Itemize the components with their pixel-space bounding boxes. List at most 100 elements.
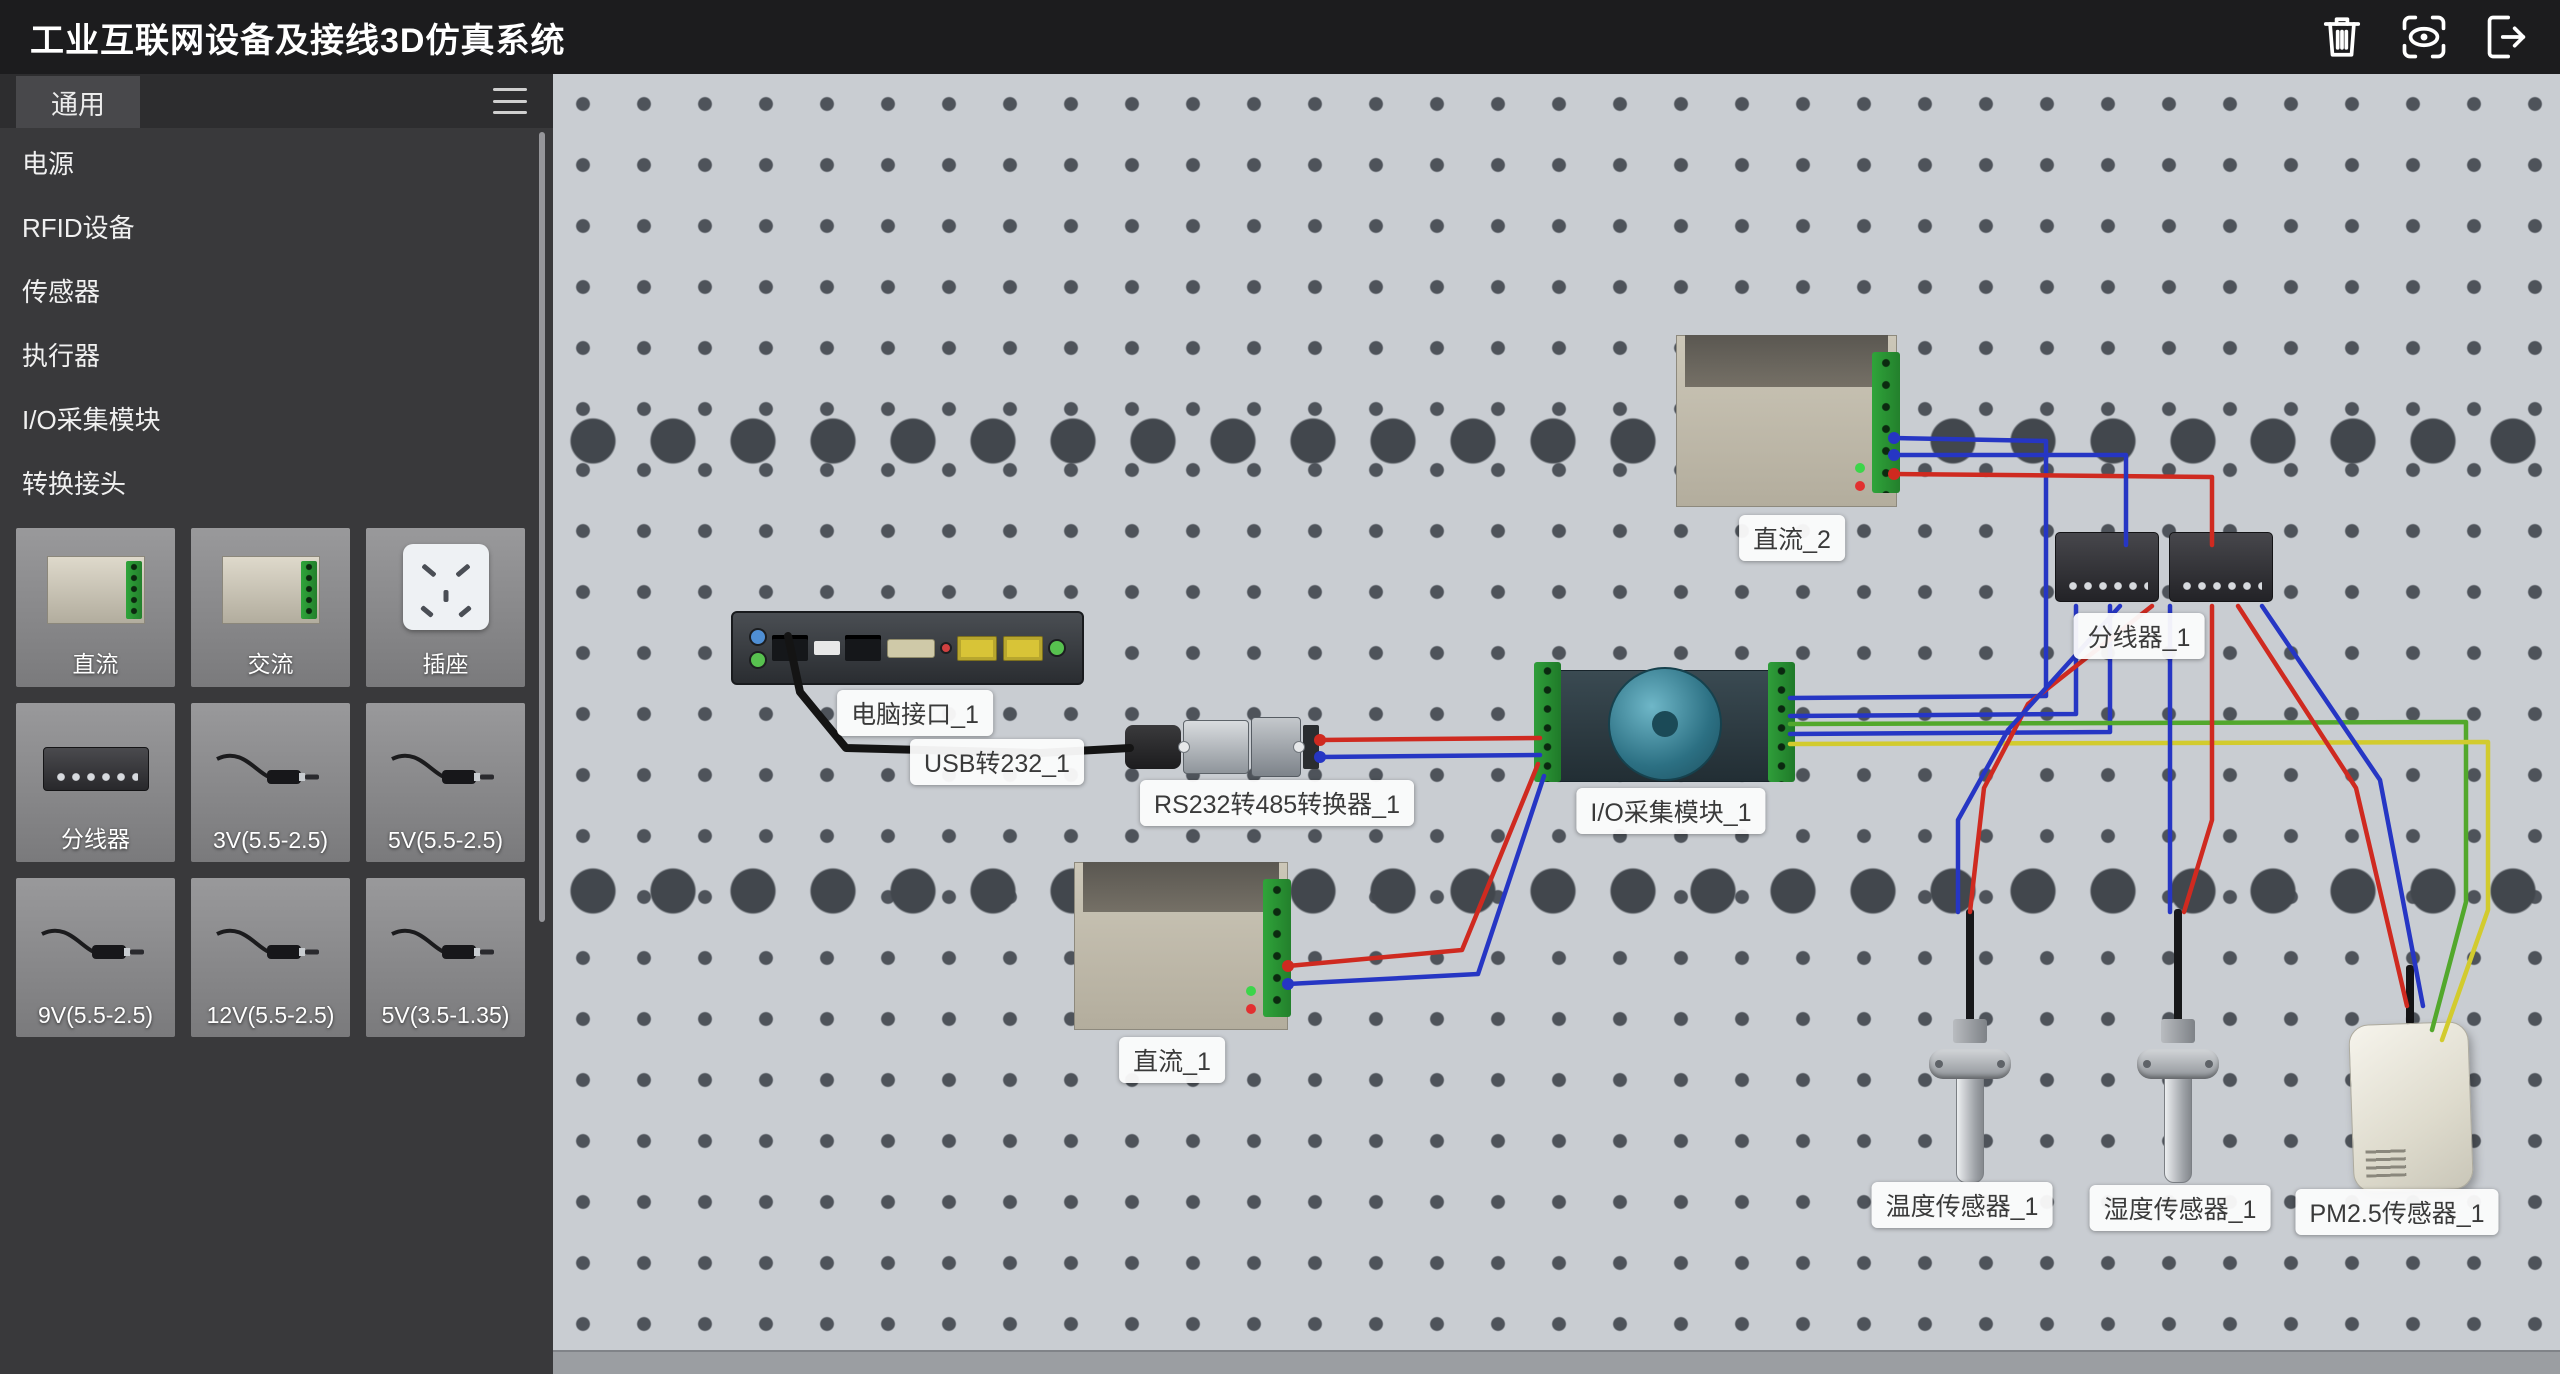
- device-dc-power-2[interactable]: [1676, 335, 1900, 507]
- category-list: 电源 RFID设备 传感器 执行器 I/O采集模块 转换接头: [0, 132, 543, 516]
- wire-splitter-pm25-red[interactable]: [2235, 603, 2410, 1009]
- card-label: 12V(5.5-2.5): [206, 1002, 335, 1028]
- component-card-3v[interactable]: 3V(5.5-2.5): [191, 703, 350, 862]
- wire-terminal-dot: [1888, 449, 1900, 461]
- wire-dc1-io-red[interactable]: [1285, 761, 1541, 969]
- card-label: 3V(5.5-2.5): [212, 827, 329, 853]
- device-pm25-sensor[interactable]: [2348, 965, 2474, 1197]
- splitter-pins: [2066, 580, 2148, 592]
- device-label-io-module: I/O采集模块_1: [1576, 788, 1766, 834]
- device-pc-interface[interactable]: [731, 611, 1084, 685]
- device-splitter[interactable]: [2055, 526, 2273, 608]
- ac-psu-thumbnail: [221, 556, 320, 624]
- menu-icon[interactable]: [493, 88, 527, 114]
- card-label: 5V(3.5-1.35): [381, 1002, 510, 1028]
- cable-grip: [1125, 725, 1181, 769]
- wire-converter-io-red[interactable]: [1317, 735, 1543, 743]
- plug-thumbnail: [390, 753, 494, 784]
- sidebar-header: 通用: [0, 74, 553, 128]
- device-label-pc-interface: 电脑接口_1: [837, 690, 993, 736]
- tab-general[interactable]: 通用: [16, 76, 140, 128]
- app-title: 工业互联网设备及接线3D仿真系统: [30, 21, 566, 60]
- component-card-9v[interactable]: 9V(5.5-2.5): [16, 878, 175, 1037]
- component-card-5v-135[interactable]: 5V(3.5-1.35): [366, 878, 525, 1037]
- socket-thumbnail: [402, 544, 489, 630]
- sensor-flange: [1929, 1049, 2011, 1079]
- category-item-sensor[interactable]: 传感器: [22, 277, 101, 307]
- exit-icon[interactable]: [2478, 9, 2534, 65]
- wire-dc2-splitter-red[interactable]: [1891, 471, 2215, 548]
- panel-sticker: [813, 641, 840, 655]
- category-item-adapter[interactable]: 转换接头: [22, 469, 127, 499]
- category-item-rfid[interactable]: RFID设备: [22, 213, 135, 243]
- wire-terminal-dot: [1282, 960, 1294, 972]
- card-label: 直流: [72, 651, 119, 677]
- device-label-pm25-sensor: PM2.5传感器_1: [2295, 1189, 2499, 1235]
- splitter-pins: [2180, 580, 2262, 592]
- psu-top-face: [1684, 335, 1889, 387]
- sidebar-scrollbar[interactable]: [539, 132, 545, 922]
- wire-terminal-dot: [1314, 734, 1326, 746]
- device-rs232-485-converter[interactable]: [1125, 714, 1321, 780]
- plug-thumbnail: [215, 753, 319, 784]
- db9-shell-mate: [1251, 717, 1301, 777]
- device-label-humidity-sensor: 湿度传感器_1: [2089, 1185, 2271, 1231]
- wire-io-pm25-green[interactable]: [1787, 719, 2469, 1033]
- wire-dc1-io-blue[interactable]: [1285, 773, 1547, 987]
- sensor-flange: [2137, 1049, 2219, 1079]
- device-label-dc1: 直流_1: [1119, 1037, 1225, 1083]
- card-label: 9V(5.5-2.5): [37, 1002, 154, 1028]
- pegboard-hole-row: [553, 415, 2560, 467]
- splitter-thumbnail: [42, 747, 149, 791]
- sensor-cable: [1966, 909, 1974, 1027]
- green-led: [1246, 986, 1256, 996]
- wire-splitter-pm25-blue[interactable]: [2259, 603, 2426, 1009]
- splitter-block: [2055, 532, 2159, 602]
- round-port: [1048, 639, 1066, 657]
- category-item-io-module[interactable]: I/O采集模块: [22, 405, 161, 435]
- wire-io-pm25-yellow[interactable]: [1787, 739, 2491, 1043]
- device-humidity-sensor[interactable]: [2137, 909, 2219, 1183]
- card-label: 分线器: [61, 826, 130, 852]
- ps2-ports: [749, 627, 767, 669]
- scene-canvas[interactable]: [553, 74, 2560, 1374]
- category-item-power[interactable]: 电源: [22, 149, 75, 179]
- card-label: 插座: [422, 651, 469, 677]
- device-label-temp-sensor: 温度传感器_1: [1871, 1182, 2053, 1228]
- component-card-12v[interactable]: 12V(5.5-2.5): [191, 878, 350, 1037]
- sensor-nut: [1953, 1019, 1987, 1043]
- red-led: [1246, 1004, 1256, 1014]
- wire-terminal-dot: [1888, 432, 1900, 444]
- component-card-ac[interactable]: 交流: [191, 528, 350, 687]
- trash-icon[interactable]: [2314, 9, 2370, 65]
- device-label-splitter: 分线器_1: [2073, 613, 2205, 659]
- plug-thumbnail: [40, 928, 144, 959]
- device-io-module[interactable]: [1534, 662, 1795, 782]
- wire-converter-io-blue[interactable]: [1317, 752, 1543, 760]
- card-label: 5V(5.5-2.5): [387, 827, 504, 853]
- top-bar: 工业互联网设备及接线3D仿真系统: [0, 0, 2560, 74]
- device-dc-power-1[interactable]: [1074, 862, 1291, 1030]
- component-sidebar: 通用 电源 RFID设备 传感器 执行器 I/O采集模块 转换接头 直流 交流 …: [0, 74, 553, 1374]
- card-label: 交流: [247, 651, 294, 677]
- plug-thumbnail: [215, 928, 319, 959]
- wire-dc2-splitter-blue[interactable]: [1891, 452, 2129, 548]
- component-card-splitter[interactable]: 分线器: [16, 703, 175, 862]
- component-card-dc[interactable]: 直流: [16, 528, 175, 687]
- visibility-icon[interactable]: [2396, 9, 2452, 65]
- device-label-converter: RS232转485转换器_1: [1140, 780, 1414, 826]
- component-card-5v[interactable]: 5V(5.5-2.5): [366, 703, 525, 862]
- category-item-actuator[interactable]: 执行器: [22, 341, 101, 371]
- sensor-cable: [2405, 965, 2414, 1025]
- component-card-socket[interactable]: 插座: [366, 528, 525, 687]
- wire-splitter-temp-blue[interactable]: [1955, 603, 2123, 915]
- component-card-grid: 直流 交流 插座 分线器 3V(5.5-2.5): [16, 528, 525, 1037]
- yellow-port: [1002, 635, 1043, 661]
- device-label-dc2: 直流_2: [1739, 515, 1845, 561]
- wire-splitter-humidity-red[interactable]: [2181, 603, 2215, 915]
- wire-io-dc2-blue[interactable]: [1787, 435, 2049, 701]
- red-led: [1855, 481, 1865, 491]
- device-temperature-sensor[interactable]: [1929, 909, 2011, 1183]
- usb-port: [845, 635, 882, 661]
